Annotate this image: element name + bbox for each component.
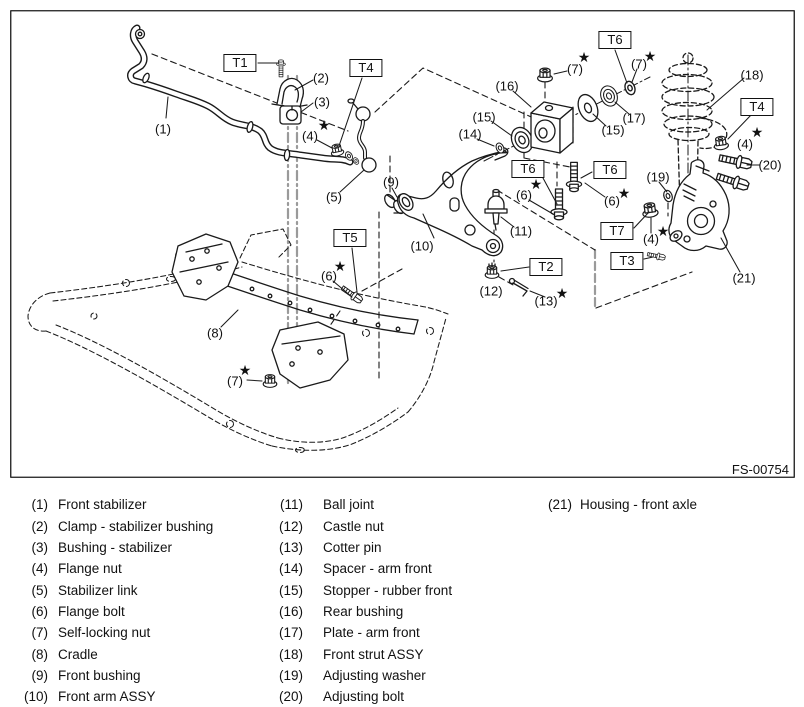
- adjusting-washer: [661, 188, 675, 204]
- legend-entry-number: (16): [279, 603, 304, 619]
- legend-entry: (9) Front bushing: [20, 665, 213, 686]
- rear-bushing-block: [530, 101, 574, 154]
- ball-joint: [484, 188, 508, 231]
- adjusting-bolt-1: [717, 150, 754, 172]
- legend-entry: (13) Cotter pin: [279, 537, 452, 558]
- legend-entry: (18) Front strut ASSY: [279, 643, 452, 664]
- legend-entry-number: (19): [279, 667, 304, 683]
- legend-entry-name: Plate - arm front: [323, 625, 420, 641]
- figure-code: FS-00754: [731, 462, 789, 477]
- plate-arm-front: [597, 82, 621, 110]
- legend-entry-name: Rear bushing: [323, 603, 404, 619]
- legend-entry-number: (1): [31, 497, 49, 513]
- legend-entry-number: (17): [279, 625, 304, 641]
- legend-entry-name: Adjusting washer: [323, 667, 426, 683]
- axle-housing: [668, 159, 730, 252]
- legend-entry: (8) Cradle: [20, 643, 213, 664]
- legend-entry-number: (20): [279, 689, 304, 705]
- legend-entry-name: Self-locking nut: [58, 625, 151, 641]
- legend-entry: (12) Castle nut: [279, 515, 452, 536]
- legend-entry-number: (13): [279, 539, 304, 555]
- self-locking-nut-bottom: [262, 374, 278, 388]
- legend-entry-number: (3): [31, 539, 49, 555]
- legend-entry-name: Front stabilizer: [58, 497, 147, 513]
- cotter-pin: [508, 277, 529, 297]
- t3-bolt: [646, 250, 667, 262]
- self-locking-washer: [622, 79, 638, 97]
- clamp-bolt: [276, 59, 286, 78]
- legend-entry: (7) Self-locking nut: [20, 622, 213, 643]
- legend-entry-number: (9): [31, 667, 49, 683]
- legend-entry: (4) Flange nut: [20, 558, 213, 579]
- legend-entry-name: Castle nut: [323, 518, 384, 534]
- legend-entry-number: (8): [31, 646, 49, 662]
- legend-entry-name: Front strut ASSY: [323, 646, 424, 662]
- legend-entry: (15) Stopper - rubber front: [279, 579, 452, 600]
- leader-lines: [165, 49, 761, 382]
- exploded-view-line-art: [10, 10, 795, 478]
- legend-entry-name: Stabilizer link: [58, 582, 138, 598]
- legend-entry-number: (2): [31, 518, 49, 534]
- stopper-washer-right: [577, 93, 599, 123]
- legend-entry-name: Spacer - arm front: [323, 561, 432, 577]
- legend-entry: (6) Flange bolt: [20, 601, 213, 622]
- legend-entry-name: Stopper - rubber front: [323, 582, 453, 598]
- legend-entry-name: Front arm ASSY: [58, 689, 156, 705]
- legend-entry-name: Front bushing: [58, 667, 141, 683]
- diagram-border: [10, 10, 795, 478]
- cradle: [171, 233, 419, 389]
- legend-entry-number: (15): [279, 582, 304, 598]
- legend-entry-name: Ball joint: [323, 497, 375, 513]
- flange-nut-4: [329, 142, 345, 158]
- front-arm: [396, 147, 509, 257]
- legend-entry: (10) Front arm ASSY: [20, 686, 213, 707]
- legend-entry-name: Clamp - stabilizer bushing: [58, 518, 214, 534]
- legend-entry-name: Flange nut: [58, 561, 122, 577]
- legend-entry-number: (6): [31, 603, 49, 619]
- legend-entry: (1) Front stabilizer: [20, 494, 213, 515]
- legend-column-2: (11) Ball joint (12) Castle nut (13) Cotter p…: [279, 494, 452, 707]
- self-locking-nut-top: [537, 67, 553, 83]
- stabilizer-link: [343, 98, 377, 173]
- legend-entry-name: Bushing - stabilizer: [58, 539, 173, 555]
- legend-entry: (16) Rear bushing: [279, 601, 452, 622]
- legend-entry: (21) Housing - front axle: [546, 494, 697, 515]
- flange-bolt-left: [550, 188, 568, 221]
- legend-column-3: (21) Housing - front axle: [546, 494, 697, 515]
- legend-entry-name: Flange bolt: [58, 603, 125, 619]
- legend-entry-number: (14): [279, 561, 304, 577]
- legend-entry-name: Housing - front axle: [580, 497, 698, 513]
- legend-entry-number: (7): [31, 625, 49, 641]
- legend-entry: (11) Ball joint: [279, 494, 452, 515]
- legend-entry-name: Adjusting bolt: [323, 689, 405, 705]
- legend-entry: (20) Adjusting bolt: [279, 686, 452, 707]
- legend-entry-number: (11): [279, 497, 303, 513]
- legend-entry-number: (12): [279, 518, 304, 534]
- legend-entry: (17) Plate - arm front: [279, 622, 452, 643]
- legend-entry-name: Cotter pin: [323, 539, 382, 555]
- flange-nut-knuckle: [640, 201, 660, 219]
- legend-entry-number: (10): [23, 689, 48, 705]
- legend-entry-number: (18): [279, 646, 304, 662]
- legend-entry: (2) Clamp - stabilizer bushing: [20, 515, 214, 536]
- legend-entry-number: (5): [31, 582, 49, 598]
- front-stabilizer-bar: [127, 24, 354, 166]
- legend-entry-name: Cradle: [58, 646, 98, 662]
- legend-entry-number: (4): [31, 561, 49, 577]
- legend-entry: (3) Bushing - stabilizer: [20, 537, 213, 558]
- legend-column-1: (1) Front stabilizer (2) Clamp - stabilizer…: [20, 494, 213, 707]
- legend-entry: (19) Adjusting washer: [279, 665, 452, 686]
- castle-nut-slots: [488, 262, 496, 268]
- legend-entry-number: (21): [547, 497, 572, 513]
- stabilizer-clamp-and-bushing: [271, 77, 308, 125]
- legend-entry: (5) Stabilizer link: [20, 579, 213, 600]
- legend-entry: (14) Spacer - arm front: [279, 558, 452, 579]
